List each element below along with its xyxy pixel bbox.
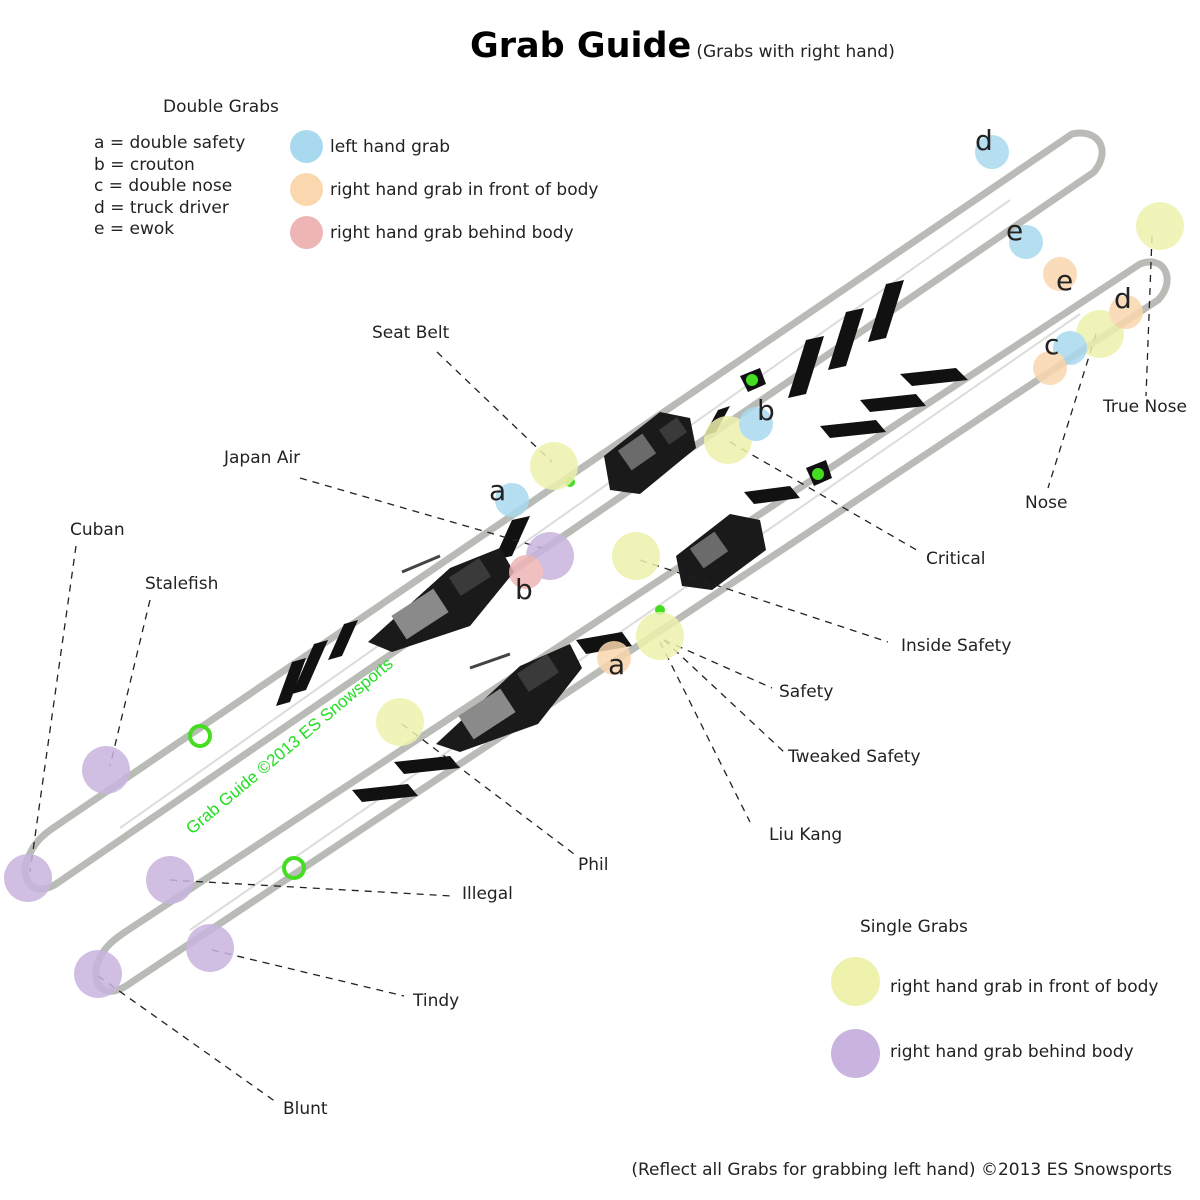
upper-ski-body [21, 129, 1106, 893]
upper-ski [21, 129, 1106, 893]
marker-c: c [1044, 328, 1060, 361]
label-seat-belt: Seat Belt [372, 323, 450, 343]
label-japan-air: Japan Air [224, 448, 301, 468]
label-true-nose: True Nose [1103, 397, 1187, 417]
legend-label-right-behind-single: right hand grab behind body [890, 1042, 1134, 1062]
label-safety: Safety [779, 682, 834, 702]
grab-circle-nose [1076, 310, 1124, 358]
marker-a-lower: a [608, 648, 626, 681]
legend-swatch-left-hand [290, 130, 323, 163]
double-circle-d-left [975, 135, 1009, 169]
lower-ski-front-binding [436, 644, 582, 752]
label-inside-safety: Inside Safety [901, 636, 1012, 656]
leader-critical [729, 441, 921, 553]
marker-a-upper: a [489, 474, 507, 507]
label-phil: Phil [578, 855, 609, 875]
leader-cuban [29, 545, 77, 873]
leader-blunt [97, 975, 277, 1103]
legend-label-right-front-single: right hand grab in front of body [890, 977, 1159, 997]
marker-b-lower: b [515, 573, 533, 606]
page-title-block: Grab Guide (Grabs with right hand) [470, 26, 895, 66]
double-circle-b-right [509, 555, 543, 589]
key-item-b: b = crouton [94, 154, 195, 175]
key-item-c: c = double nose [94, 176, 233, 196]
double-circle-e-right [1043, 257, 1077, 291]
double-circle-b-left [739, 407, 773, 441]
double-circle-c-right [1033, 351, 1067, 385]
page-subtitle: (Grabs with right hand) [696, 42, 895, 62]
label-illegal: Illegal [462, 884, 513, 904]
legend-swatch-right-front-double [290, 173, 323, 206]
double-circle-a-left [495, 483, 529, 517]
legend-label-right-front-double: right hand grab in front of body [330, 180, 599, 200]
legend-swatch-right-behind-single [831, 1029, 880, 1078]
marker-b-upper: b [757, 394, 775, 427]
leader-inside-safety [639, 559, 889, 643]
leader-phil [401, 723, 575, 855]
label-stalefish: Stalefish [145, 574, 219, 594]
lower-ski-rear-binding [676, 514, 766, 590]
grab-circle-seat-belt [530, 442, 578, 490]
legend-label-left-hand: left hand grab [330, 137, 451, 157]
page-title: Grab Guide [470, 26, 692, 66]
marker-e-upper: e [1006, 214, 1024, 247]
label-tweaked-safety: Tweaked Safety [788, 747, 921, 767]
leader-true-nose [1145, 235, 1153, 397]
upper-ski-chevrons [276, 280, 904, 706]
grab-circle-inside-safety [612, 532, 660, 580]
label-liu-kang: Liu Kang [769, 825, 843, 845]
grab-circles [4, 135, 1184, 998]
legend-label-right-behind-double: right hand grab behind body [330, 223, 574, 243]
leader-lines [29, 235, 1153, 1103]
grab-circle-tindy [186, 924, 234, 972]
grab-circle-phil [376, 698, 424, 746]
upper-ski-rear-binding [604, 412, 696, 494]
grab-circle-illegal [146, 856, 194, 904]
label-tindy: Tindy [413, 991, 460, 1011]
label-critical: Critical [926, 549, 986, 569]
footer-note: (Reflect all Grabs for grabbing left han… [631, 1160, 1172, 1180]
marker-d-upper: d [975, 124, 993, 157]
double-circle-e-left [1009, 225, 1043, 259]
upper-ski-front-binding [368, 548, 514, 652]
leader-illegal [169, 879, 453, 897]
key-item-e: e = ewok [94, 219, 175, 239]
key-item-d: d = truck driver [94, 197, 229, 218]
lower-ski-edge-line [189, 313, 1081, 931]
grab-circle-stalefish [82, 746, 130, 794]
lower-ski-chevrons [352, 368, 968, 802]
lower-ski: Grab Guide ©2013 ES Snowsports [92, 258, 1171, 995]
leader-tweaked-safety [663, 639, 785, 753]
marker-e-lower: e [1056, 264, 1074, 297]
leader-seat-belt [436, 351, 553, 463]
leader-japan-air [299, 477, 543, 549]
label-blunt: Blunt [283, 1099, 328, 1119]
leader-stalefish [109, 599, 151, 767]
label-cuban: Cuban [70, 520, 125, 540]
leader-liu-kang [659, 641, 751, 823]
double-grabs-key-list: a = double safety b = crouton c = double… [94, 133, 245, 241]
grab-circle-blunt [74, 950, 122, 998]
legend-swatch-right-front-single [831, 957, 880, 1006]
marker-d-lower: d [1114, 282, 1132, 315]
leader-tindy [211, 949, 405, 997]
key-item-a: a = double safety [94, 133, 246, 153]
double-grabs-heading: Double Grabs [163, 97, 279, 117]
upper-ski-edge-line [119, 199, 1011, 829]
grab-circle-true-nose [1136, 202, 1184, 250]
double-circle-d-right [1109, 295, 1143, 329]
legend-swatch-right-behind-double [290, 216, 323, 249]
lower-ski-body [92, 258, 1171, 995]
leader-safety [663, 639, 773, 689]
label-nose: Nose [1025, 493, 1068, 513]
leader-nose [1047, 333, 1097, 489]
single-grabs-heading: Single Grabs [860, 917, 968, 937]
double-circle-a-right [597, 641, 631, 675]
grab-circle-safety [636, 612, 684, 660]
grab-circle-cuban [4, 854, 52, 902]
